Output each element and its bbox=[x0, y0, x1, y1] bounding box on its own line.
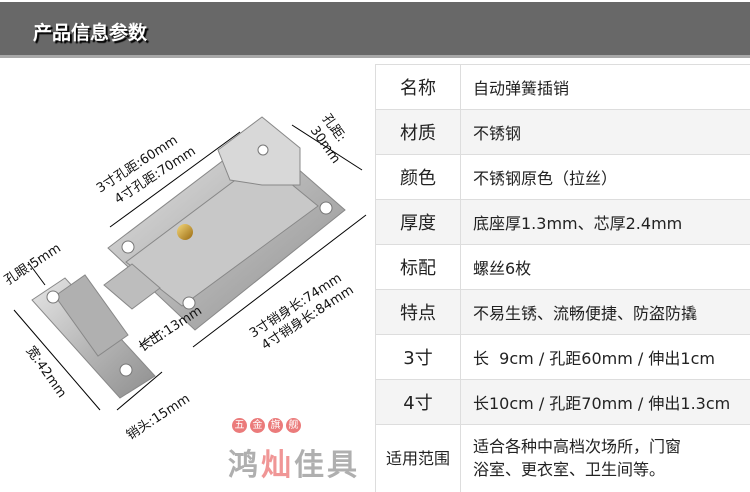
table-row: 3寸长 9cm / 孔距60mm / 伸出1cm bbox=[375, 334, 750, 380]
spec-key: 特点 bbox=[375, 289, 461, 335]
spec-value-line: 浴室、更衣室、卫生间等。 bbox=[473, 460, 666, 480]
table-row: 材质不锈钢 bbox=[375, 109, 750, 155]
knob bbox=[177, 224, 193, 240]
spec-key: 3寸 bbox=[375, 334, 461, 380]
label-hole-eye: 孔眼:5mm bbox=[2, 241, 64, 288]
spec-value: 螺丝6枚 bbox=[460, 244, 750, 290]
spec-value: 不易生锈、流畅便捷、防盗防撬 bbox=[460, 289, 750, 335]
spec-key: 适用范围 bbox=[375, 424, 461, 492]
label-width: 宽:42mm bbox=[23, 343, 70, 401]
spec-key: 名称 bbox=[375, 64, 461, 110]
spec-key: 颜色 bbox=[375, 154, 461, 200]
table-row: 名称自动弹簧插销 bbox=[375, 64, 750, 110]
screw-holes bbox=[121, 144, 333, 310]
spec-key: 标配 bbox=[375, 244, 461, 290]
spec-key: 4寸 bbox=[375, 379, 461, 425]
spec-table: 名称自动弹簧插销 材质不锈钢 颜色不锈钢原色（拉丝） 厚度底座厚1.3mm、芯厚… bbox=[375, 64, 750, 492]
spec-value: 长 9cm / 孔距60mm / 伸出1cm bbox=[460, 334, 750, 380]
table-row: 颜色不锈钢原色（拉丝） bbox=[375, 154, 750, 200]
spec-value: 不锈钢原色（拉丝） bbox=[460, 154, 750, 200]
spec-value-line: 适合各种中高档次场所，门窗 bbox=[473, 437, 682, 457]
spec-value: 底座厚1.3mm、芯厚2.4mm bbox=[460, 199, 750, 245]
keeper bbox=[31, 274, 156, 399]
spec-key: 材质 bbox=[375, 109, 461, 155]
table-row: 4寸长10cm / 孔距70mm / 伸出1.3cm bbox=[375, 379, 750, 425]
dimension-lines bbox=[13, 124, 367, 411]
bolt-body bbox=[103, 116, 319, 310]
spec-key: 厚度 bbox=[375, 199, 461, 245]
spec-value: 不锈钢 bbox=[460, 109, 750, 155]
spec-value: 适合各种中高档次场所，门窗浴室、更衣室、卫生间等。 bbox=[460, 424, 750, 492]
product-diagram: 3寸孔距:60mm 4寸孔距:70mm 孔距: 30mm 孔眼:5mm 宽:42… bbox=[2, 112, 367, 443]
section-title: 产品信息参数 bbox=[33, 22, 148, 44]
spec-value: 自动弹簧插销 bbox=[460, 64, 750, 110]
table-row: 适用范围适合各种中高档次场所，门窗浴室、更衣室、卫生间等。 bbox=[375, 424, 750, 492]
spec-value: 长10cm / 孔距70mm / 伸出1.3cm bbox=[460, 379, 750, 425]
section-header: 产品信息参数 bbox=[0, 2, 750, 58]
table-row: 特点不易生锈、流畅便捷、防盗防撬 bbox=[375, 289, 750, 335]
label-head: 销头:15mm bbox=[124, 391, 193, 443]
table-row: 厚度底座厚1.3mm、芯厚2.4mm bbox=[375, 199, 750, 245]
table-row: 标配螺丝6枚 bbox=[375, 244, 750, 290]
